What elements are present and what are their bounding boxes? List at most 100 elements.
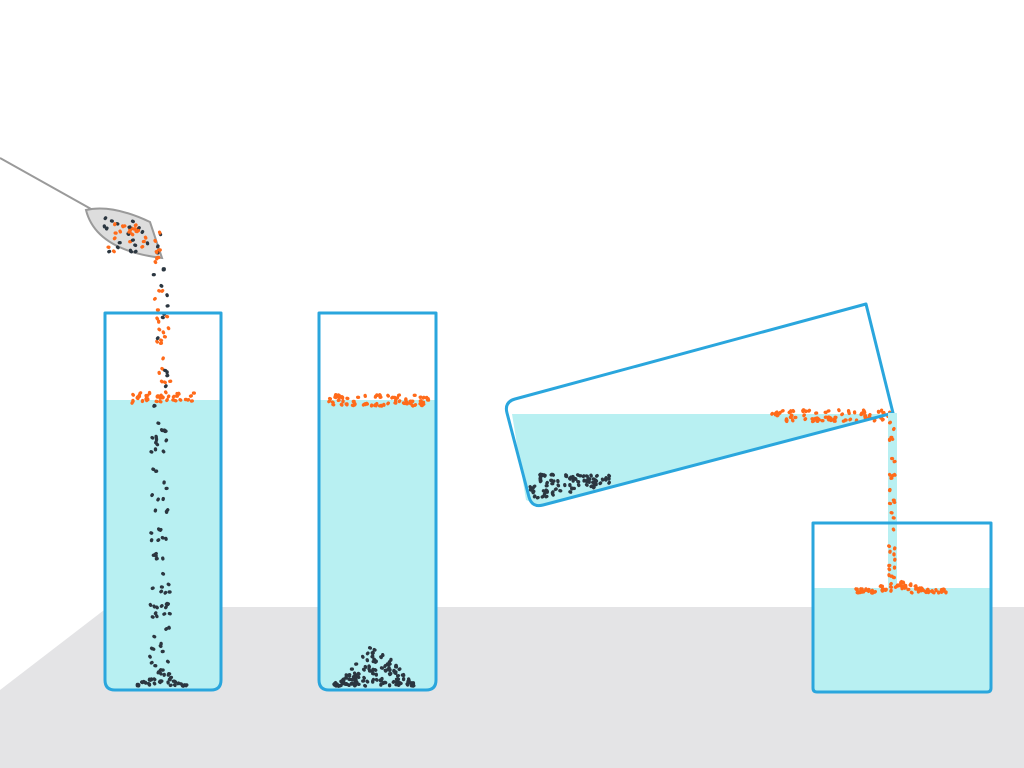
floating-particle [780, 409, 785, 413]
floating-particle [855, 590, 860, 595]
sinking-particle [167, 590, 172, 594]
floating-particle [889, 574, 894, 578]
spoon-icon [84, 207, 164, 260]
sinking-particle [148, 602, 153, 607]
floating-particle [832, 419, 837, 423]
sinking-particle [406, 682, 410, 687]
floating-particle [892, 459, 897, 464]
floating-particle [379, 403, 384, 408]
short-beaker-water [813, 588, 991, 692]
floating-particle [909, 590, 914, 595]
sinking-particle [550, 481, 555, 486]
floating-particle [404, 401, 409, 406]
floating-particle [852, 410, 857, 415]
floating-particle [887, 567, 892, 572]
sinking-particle [568, 475, 573, 480]
floating-particle [854, 587, 859, 592]
sinking-particle [564, 474, 569, 479]
floating-particle [153, 296, 157, 301]
floating-particle [345, 402, 349, 407]
floating-particle [162, 380, 167, 385]
floating-particle [133, 223, 138, 228]
floating-particle [901, 580, 906, 585]
floating-particle [410, 399, 415, 404]
beaker-particles [854, 580, 948, 595]
sinking-particle [563, 483, 567, 488]
sinking-particle [553, 487, 558, 492]
sinking-particle [604, 476, 608, 481]
floating-particle [888, 549, 892, 554]
sinking-particle [130, 238, 135, 242]
sinking-particle [152, 604, 156, 609]
sinking-particle [127, 225, 132, 229]
floating-particle [791, 409, 796, 413]
sinking-particle [161, 268, 166, 272]
sinking-particle [341, 677, 346, 681]
floating-particle [121, 224, 125, 229]
floating-particle [341, 399, 345, 404]
sinking-particle [156, 421, 161, 425]
sinking-particle [152, 677, 157, 682]
floating-particle [112, 236, 117, 241]
floating-particle [859, 587, 864, 591]
floating-particle [401, 401, 406, 406]
tilted-beaker-icon [504, 302, 895, 508]
sinking-particle [154, 434, 158, 439]
sinking-particle [154, 440, 158, 445]
floating-particle [790, 418, 795, 423]
sinking-particle [150, 615, 155, 619]
floating-particle [404, 398, 408, 403]
floating-particle [162, 335, 167, 339]
floating-particle [802, 413, 806, 418]
sinking-particle [549, 478, 554, 483]
floating-particle [174, 394, 179, 398]
sinking-particle [147, 682, 152, 687]
floating-particle [906, 587, 911, 592]
sinking-particle [365, 679, 370, 684]
floating-particle [789, 413, 794, 418]
floating-particle [356, 395, 361, 400]
floating-particle [815, 416, 820, 421]
sinking-particle [558, 489, 563, 493]
sinking-particle [164, 438, 169, 443]
floating-particle [793, 415, 798, 420]
sinking-particle [103, 216, 108, 221]
floating-particle [191, 391, 196, 395]
sinking-particle [135, 683, 140, 688]
sinking-particle [130, 219, 135, 224]
floating-particle [823, 415, 828, 419]
sinking-particle [584, 474, 589, 478]
sinking-particle [166, 582, 171, 587]
floating-particle [339, 395, 344, 399]
sinking-particle [150, 493, 154, 498]
sinking-particle [161, 449, 166, 454]
sinking-particle [393, 670, 398, 674]
sinking-particle [532, 494, 537, 499]
floating-particle [891, 498, 896, 502]
floating-particle [157, 370, 161, 375]
floating-particle [130, 232, 135, 237]
sinking-particle [165, 373, 170, 378]
sinking-particle [401, 672, 406, 678]
floating-particle [327, 396, 333, 401]
sinking-particle [397, 667, 402, 672]
sinking-particle [584, 482, 589, 487]
sinking-particle [370, 654, 375, 659]
floating-particle [823, 410, 828, 415]
floating-particle [903, 583, 908, 588]
sinking-particle [594, 473, 599, 478]
floating-particle [392, 395, 397, 400]
floating-particle [352, 402, 357, 407]
sinking-particle [371, 667, 376, 672]
floating-particle [888, 472, 892, 477]
sinking-particle [150, 586, 155, 590]
sinking-particle [568, 483, 572, 488]
sinking-particle [153, 663, 158, 668]
floating-particle [833, 415, 838, 420]
sinking-particle [600, 477, 605, 482]
sinking-particle [544, 494, 549, 499]
sinking-particle [159, 641, 163, 646]
floating-particle [163, 390, 168, 395]
sinking-particle [569, 486, 574, 491]
sinking-particle [363, 683, 368, 688]
